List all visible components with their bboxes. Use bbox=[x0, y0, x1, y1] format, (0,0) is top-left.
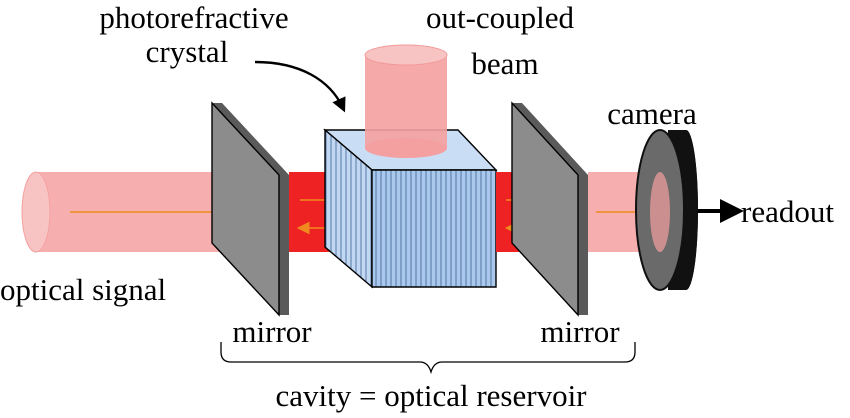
outcoupled-label-line2: beam bbox=[471, 46, 538, 81]
camera-icon bbox=[635, 129, 744, 291]
mirror-left-label: mirror bbox=[232, 314, 312, 349]
outcoupled-beam bbox=[364, 44, 448, 158]
mirror-left bbox=[211, 101, 289, 317]
mirror-right bbox=[511, 101, 588, 317]
cavity-bracket bbox=[220, 342, 636, 375]
camera-label: camera bbox=[607, 96, 697, 131]
mirror-right-label: mirror bbox=[540, 314, 620, 349]
readout-label: readout bbox=[741, 194, 834, 229]
cavity-label: cavity = optical reservoir bbox=[276, 378, 588, 413]
crystal-pointer-arrow bbox=[254, 60, 346, 113]
crystal-label-line1: photorefractive bbox=[99, 0, 288, 35]
optical-signal-label: optical signal bbox=[0, 272, 166, 307]
outcoupled-label-line1: out-coupled bbox=[426, 0, 575, 35]
crystal-label-line2: crystal bbox=[146, 34, 229, 69]
